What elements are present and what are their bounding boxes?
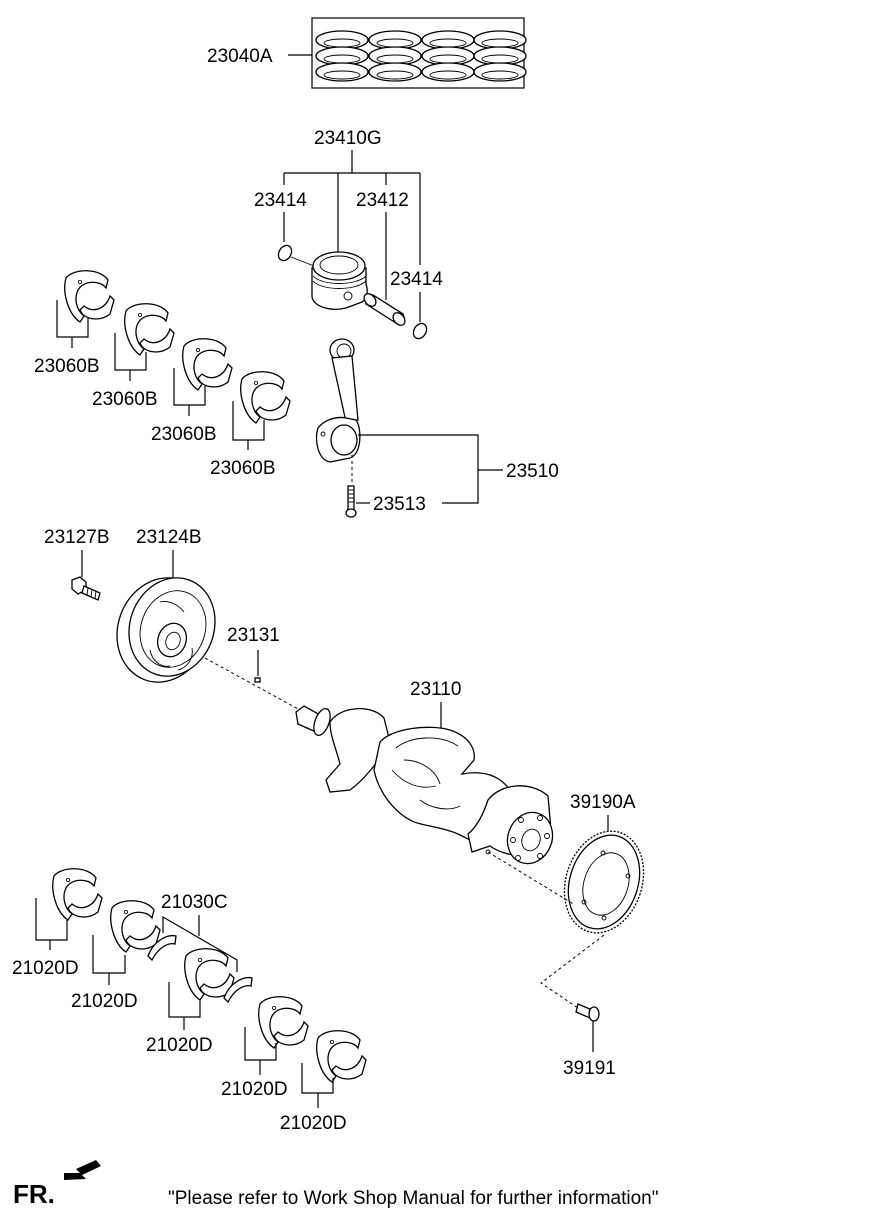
- ring-plate-bolt-icon: [575, 1003, 600, 1022]
- part-label-23060B-3[interactable]: 23060B: [151, 424, 217, 445]
- snap-ring-icon: [412, 322, 428, 340]
- part-label-23040A[interactable]: 23040A: [207, 46, 273, 67]
- connecting-rod-icon: [315, 338, 361, 463]
- part-label-39190A[interactable]: 39190A: [570, 792, 636, 813]
- conrod-bolt-icon: [345, 485, 357, 518]
- part-label-21020D-5[interactable]: 21020D: [280, 1113, 347, 1134]
- part-label-23513[interactable]: 23513: [373, 494, 426, 515]
- part-label-21030C[interactable]: 21030C: [161, 892, 228, 913]
- part-label-23060B-2[interactable]: 23060B: [92, 389, 158, 410]
- piston-ring-icon: [315, 30, 527, 82]
- part-label-23124B[interactable]: 23124B: [136, 527, 202, 548]
- front-arrow-icon: [64, 1160, 101, 1180]
- part-label-23412[interactable]: 23412: [356, 190, 409, 211]
- part-label-23410G[interactable]: 23410G: [314, 128, 382, 149]
- piston-assembly-group[interactable]: 23410G 23414 23412 23414: [254, 128, 443, 341]
- piston-ring-set-group[interactable]: 23040A: [207, 17, 527, 89]
- part-label-23060B-4[interactable]: 23060B: [210, 458, 276, 479]
- part-label-21020D-4[interactable]: 21020D: [221, 1079, 288, 1100]
- key-icon: [254, 677, 261, 683]
- snap-ring-icon: [277, 244, 293, 262]
- part-label-21020D-1[interactable]: 21020D: [12, 958, 79, 979]
- conrod-bearing-group[interactable]: 23060B 23060B 23060B 23060B: [34, 270, 291, 479]
- connecting-rod-group[interactable]: 23510 23513: [315, 338, 559, 518]
- ring-plate-icon: [563, 830, 645, 934]
- front-indicator: FR.: [13, 1160, 101, 1209]
- footer-note: "Please refer to Work Shop Manual for fu…: [168, 1188, 658, 1209]
- part-label-23131[interactable]: 23131: [227, 625, 280, 646]
- part-label-23060B-1[interactable]: 23060B: [34, 356, 100, 377]
- part-label-39191[interactable]: 39191: [563, 1058, 616, 1079]
- crankshaft-icon: [295, 705, 554, 865]
- front-indicator-label: FR.: [13, 1179, 55, 1209]
- part-label-23414-right[interactable]: 23414: [390, 269, 443, 290]
- damper-pulley-icon: [116, 577, 216, 683]
- piston-pin-icon: [363, 293, 406, 326]
- part-label-23127B[interactable]: 23127B: [44, 527, 110, 548]
- piston-icon: [311, 251, 368, 310]
- pulley-bolt-icon: [71, 576, 101, 601]
- thrust-washer-icon: [147, 934, 253, 1004]
- part-label-23510[interactable]: 23510: [506, 461, 559, 482]
- main-bearing-group[interactable]: 21020D 21020D 21020D 21020D 21020D 21030…: [12, 868, 367, 1134]
- part-label-21020D-2[interactable]: 21020D: [71, 991, 138, 1012]
- ring-plate-group[interactable]: 39190A 39191: [487, 792, 656, 1079]
- part-label-23110[interactable]: 23110: [410, 679, 461, 700]
- part-label-21020D-3[interactable]: 21020D: [146, 1035, 213, 1056]
- damper-pulley-group[interactable]: 23127B 23124B 23131: [44, 527, 301, 711]
- crankshaft-group[interactable]: 23110: [295, 679, 560, 870]
- part-label-23414-left[interactable]: 23414: [254, 190, 307, 211]
